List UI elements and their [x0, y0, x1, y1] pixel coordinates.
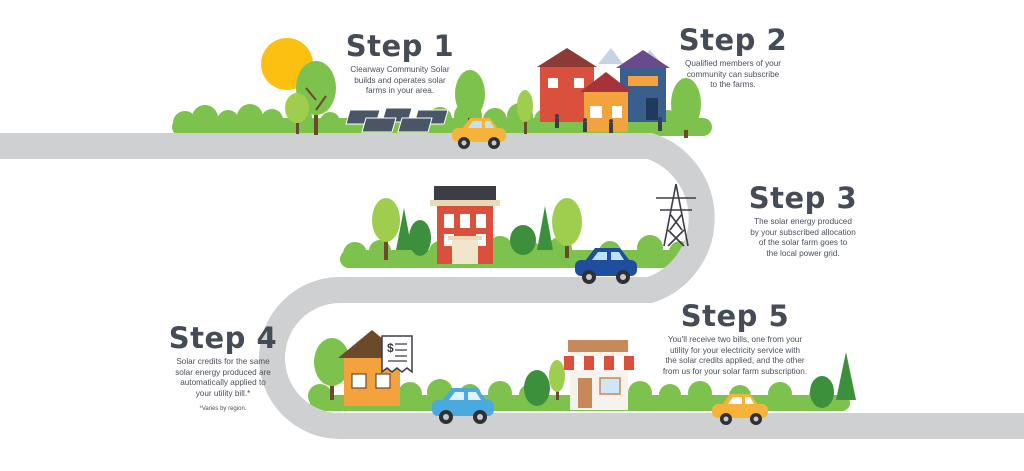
step-5-title: Step 5	[680, 299, 790, 333]
tree	[409, 220, 431, 256]
step-1-title: Step 1	[345, 29, 455, 63]
step-5-description: You'll receive two bills, one from your …	[662, 335, 808, 376]
tree	[549, 360, 565, 400]
step-3-title: Step 3	[748, 181, 858, 215]
step-5-block: Step 5 You'll receive two bills, one fro…	[655, 300, 815, 377]
step-1-block: Step 1 Clearway Community Solar builds a…	[340, 30, 460, 97]
step-4-title: Step 4	[168, 321, 278, 355]
winding-road	[0, 133, 1024, 439]
bill-icon: $	[381, 335, 413, 374]
tree	[537, 206, 553, 250]
tree	[396, 208, 412, 250]
step-3-block: Step 3 The solar energy produced by your…	[738, 182, 868, 259]
step-1-description: Clearway Community Solar builds and oper…	[350, 65, 450, 95]
power-tower-icon	[656, 183, 696, 247]
step-3-description: The solar energy produced by your subscr…	[750, 217, 856, 258]
tree	[517, 90, 533, 134]
tree	[510, 225, 536, 255]
tree	[810, 376, 834, 408]
car-navy	[575, 248, 637, 284]
people	[555, 114, 662, 133]
step-2-description: Qualified members of your community can …	[684, 59, 781, 89]
apartment-building	[430, 186, 500, 264]
car-light-blue	[432, 388, 494, 424]
tree	[455, 70, 485, 136]
step-4-description: Solar credits for the same solar energy …	[175, 357, 271, 398]
tree	[552, 198, 582, 258]
storefront	[564, 340, 634, 410]
tree	[314, 338, 350, 400]
car-orange	[452, 118, 506, 149]
tree	[372, 198, 400, 260]
tree	[285, 93, 309, 134]
community-houses	[537, 48, 670, 132]
svg-text:$: $	[387, 341, 394, 355]
step-4-footnote: *Varies by region.	[199, 406, 247, 412]
step-2-title: Step 2	[678, 23, 788, 57]
step-4-block: Step 4 Solar credits for the same solar …	[158, 322, 288, 413]
solar-panels	[345, 107, 449, 133]
car-orange	[712, 394, 768, 425]
step-2-block: Step 2 Qualified members of your communi…	[668, 24, 798, 91]
tree	[671, 78, 701, 138]
tree	[836, 352, 856, 400]
tree	[524, 370, 550, 406]
